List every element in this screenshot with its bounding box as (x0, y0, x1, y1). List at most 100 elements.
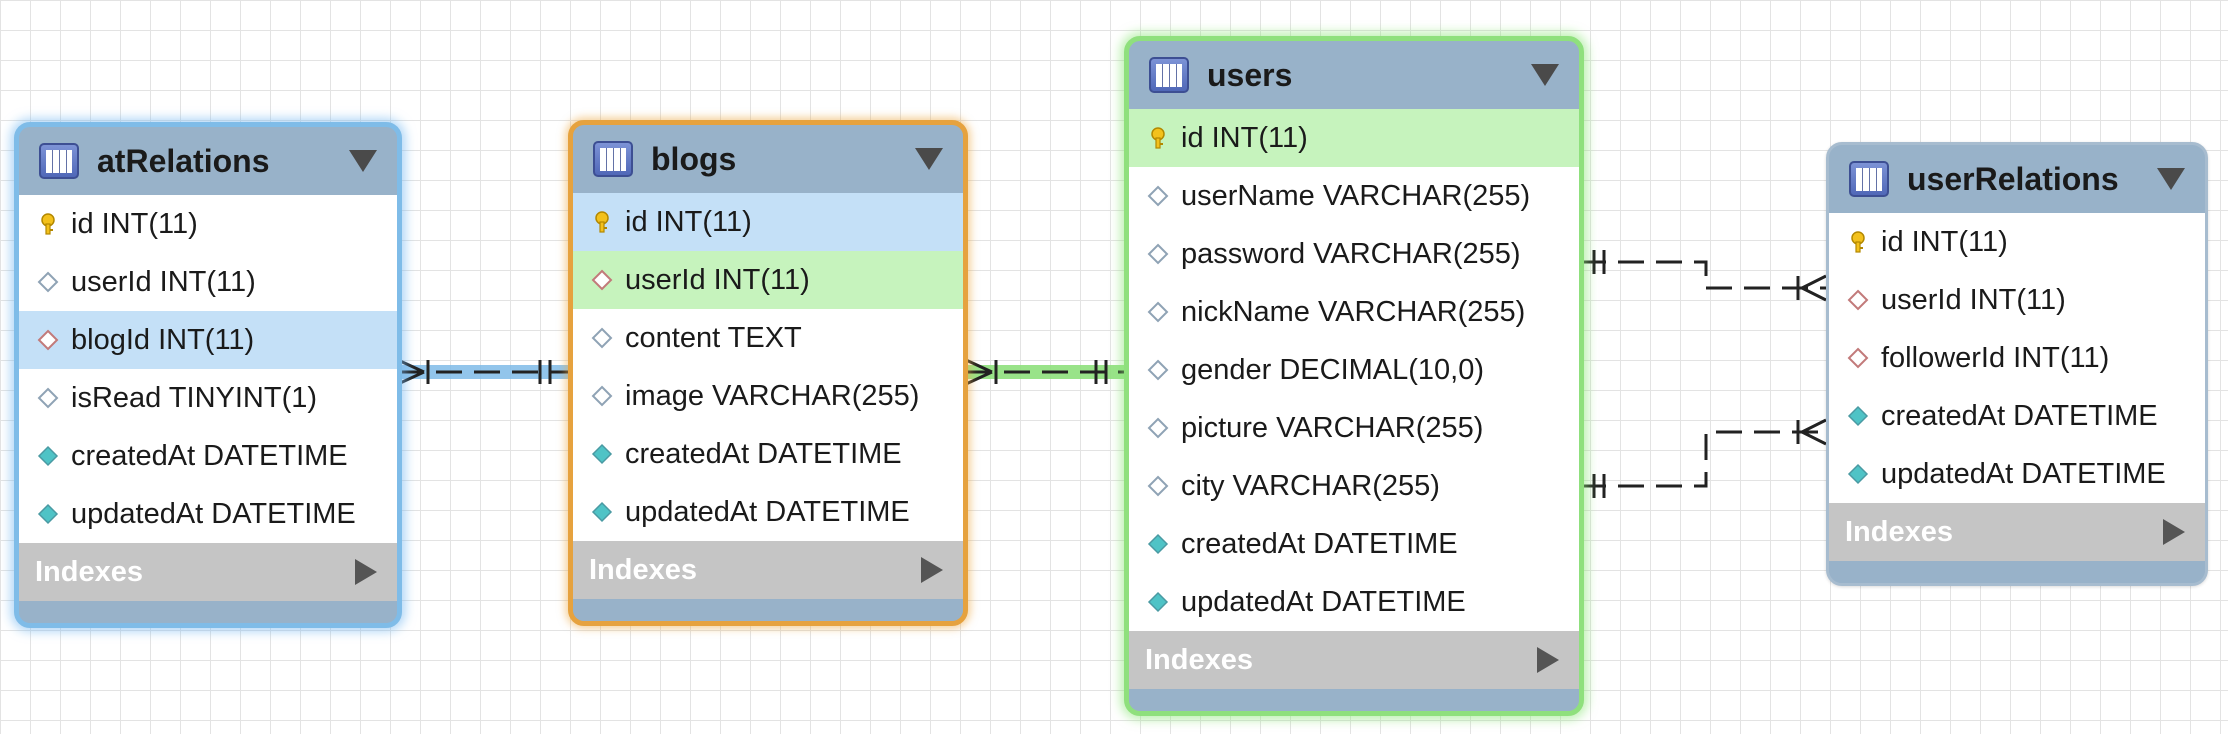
relation-atrelations-blogs[interactable] (397, 358, 568, 386)
column-label: blogId INT(11) (71, 323, 255, 356)
indexes-label: Indexes (1845, 515, 1953, 548)
diamond-teal-icon (1147, 591, 1169, 613)
table-icon (39, 143, 79, 179)
diamond-teal-icon (1847, 405, 1869, 427)
table-footer (573, 599, 963, 621)
table-header[interactable]: blogs (573, 125, 963, 193)
column-label: createdAt DATETIME (71, 439, 348, 472)
column-row[interactable]: id INT(11) (1829, 213, 2205, 271)
key-icon (591, 211, 613, 233)
table-blogs[interactable]: blogs id INT(11) userId INT(11) content … (568, 120, 968, 626)
column-row[interactable]: createdAt DATETIME (19, 427, 397, 485)
indexes-bar[interactable]: Indexes (19, 543, 397, 601)
table-header[interactable]: userRelations (1829, 145, 2205, 213)
table-name: blogs (651, 140, 737, 177)
diamond-teal-icon (591, 501, 613, 523)
column-row[interactable]: id INT(11) (19, 195, 397, 253)
table-userrelations[interactable]: userRelations id INT(11) userId INT(11) … (1826, 142, 2208, 586)
expand-arrow-icon[interactable] (1537, 647, 1559, 673)
column-row[interactable]: userId INT(11) (1829, 271, 2205, 329)
column-row[interactable]: city VARCHAR(255) (1129, 457, 1579, 515)
column-row[interactable]: createdAt DATETIME (573, 425, 963, 483)
indexes-label: Indexes (589, 553, 697, 586)
column-label: picture VARCHAR(255) (1181, 411, 1484, 444)
diamond-white-icon (37, 271, 59, 293)
column-label: followerId INT(11) (1881, 341, 2110, 374)
column-label: city VARCHAR(255) (1181, 469, 1440, 502)
table-header[interactable]: users (1129, 41, 1579, 109)
column-row[interactable]: userId INT(11) (573, 251, 963, 309)
expand-arrow-icon[interactable] (921, 557, 943, 583)
column-row[interactable]: content TEXT (573, 309, 963, 367)
key-icon (37, 213, 59, 235)
indexes-bar[interactable]: Indexes (1829, 503, 2205, 561)
column-label: userId INT(11) (71, 265, 256, 298)
column-row[interactable]: image VARCHAR(255) (573, 367, 963, 425)
column-label: updatedAt DATETIME (1881, 457, 2166, 490)
column-label: id INT(11) (1181, 121, 1308, 154)
table-header[interactable]: atRelations (19, 127, 397, 195)
indexes-bar[interactable]: Indexes (1129, 631, 1579, 689)
relation-blogs-users[interactable] (965, 358, 1128, 386)
relation-users-userrelations-userid[interactable] (1580, 250, 1827, 302)
diamond-red-icon (1847, 347, 1869, 369)
expand-arrow-icon[interactable] (355, 559, 377, 585)
column-row[interactable]: id INT(11) (1129, 109, 1579, 167)
column-label: id INT(11) (1881, 225, 2008, 258)
column-label: userId INT(11) (1881, 283, 2066, 316)
diamond-white-icon (1147, 417, 1169, 439)
column-label: updatedAt DATETIME (1181, 585, 1466, 618)
key-icon (1147, 127, 1169, 149)
column-label: createdAt DATETIME (1181, 527, 1458, 560)
table-users[interactable]: users id INT(11) userName VARCHAR(255) p… (1124, 36, 1584, 716)
column-row[interactable]: userId INT(11) (19, 253, 397, 311)
diamond-white-icon (1147, 475, 1169, 497)
column-row[interactable]: createdAt DATETIME (1829, 387, 2205, 445)
column-label: createdAt DATETIME (1881, 399, 2158, 432)
column-row[interactable]: id INT(11) (573, 193, 963, 251)
key-icon (1847, 231, 1869, 253)
column-row[interactable]: updatedAt DATETIME (1829, 445, 2205, 503)
column-label: id INT(11) (625, 205, 752, 238)
relation-users-userrelations-followerid[interactable] (1580, 418, 1827, 498)
collapse-triangle-icon[interactable] (1531, 64, 1559, 86)
collapse-triangle-icon[interactable] (915, 148, 943, 170)
column-row[interactable]: isRead TINYINT(1) (19, 369, 397, 427)
column-row[interactable]: blogId INT(11) (19, 311, 397, 369)
column-row[interactable]: nickName VARCHAR(255) (1129, 283, 1579, 341)
column-row[interactable]: picture VARCHAR(255) (1129, 399, 1579, 457)
diamond-red-icon (591, 269, 613, 291)
column-label: nickName VARCHAR(255) (1181, 295, 1526, 328)
diamond-teal-icon (1147, 533, 1169, 555)
table-footer (19, 601, 397, 623)
column-row[interactable]: createdAt DATETIME (1129, 515, 1579, 573)
diamond-white-icon (1147, 301, 1169, 323)
table-icon (1849, 161, 1889, 197)
column-label: updatedAt DATETIME (71, 497, 356, 530)
column-row[interactable]: updatedAt DATETIME (573, 483, 963, 541)
diamond-white-icon (591, 385, 613, 407)
indexes-bar[interactable]: Indexes (573, 541, 963, 599)
diamond-red-icon (37, 329, 59, 351)
diamond-white-icon (1147, 243, 1169, 265)
column-label: updatedAt DATETIME (625, 495, 910, 528)
column-row[interactable]: updatedAt DATETIME (19, 485, 397, 543)
collapse-triangle-icon[interactable] (2157, 168, 2185, 190)
table-name: users (1207, 56, 1293, 93)
column-row[interactable]: updatedAt DATETIME (1129, 573, 1579, 631)
diamond-red-icon (1847, 289, 1869, 311)
column-row[interactable]: gender DECIMAL(10,0) (1129, 341, 1579, 399)
indexes-label: Indexes (35, 555, 143, 588)
column-label: image VARCHAR(255) (625, 379, 920, 412)
column-row[interactable]: followerId INT(11) (1829, 329, 2205, 387)
column-label: id INT(11) (71, 207, 198, 240)
diamond-white-icon (591, 327, 613, 349)
column-row[interactable]: password VARCHAR(255) (1129, 225, 1579, 283)
diamond-white-icon (1147, 359, 1169, 381)
diamond-teal-icon (591, 443, 613, 465)
expand-arrow-icon[interactable] (2163, 519, 2185, 545)
table-atrelations[interactable]: atRelations id INT(11) userId INT(11) bl… (14, 122, 402, 628)
collapse-triangle-icon[interactable] (349, 150, 377, 172)
column-row[interactable]: userName VARCHAR(255) (1129, 167, 1579, 225)
column-label: gender DECIMAL(10,0) (1181, 353, 1485, 386)
